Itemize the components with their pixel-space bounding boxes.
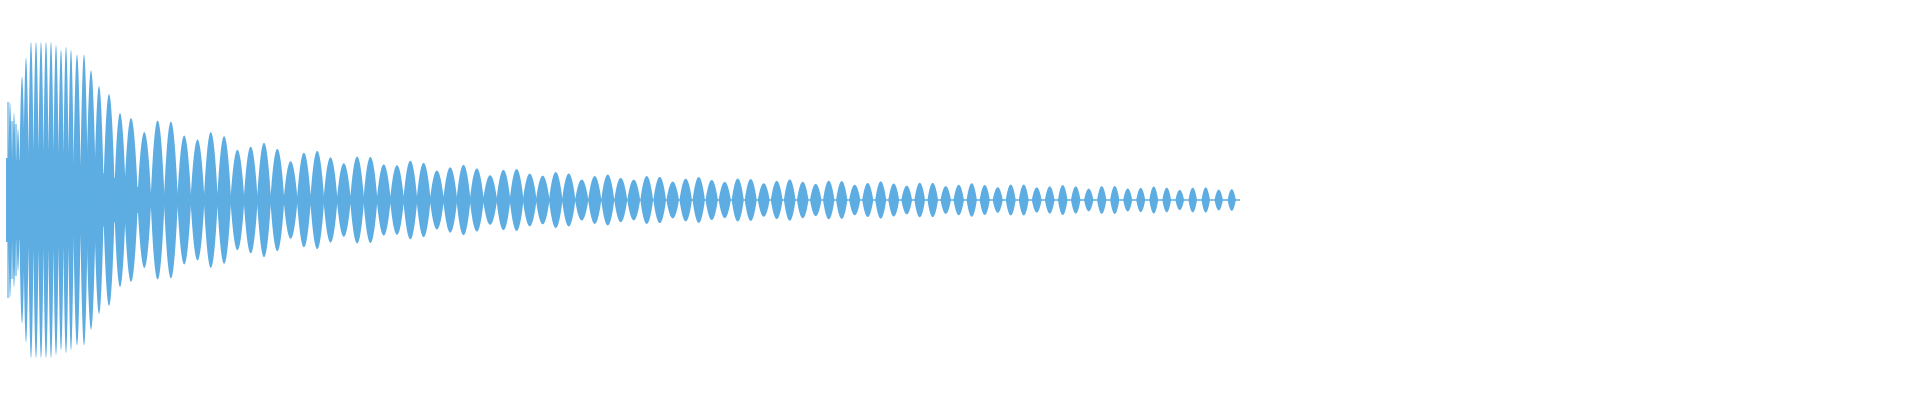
waveform-lobes — [6, 42, 1240, 358]
